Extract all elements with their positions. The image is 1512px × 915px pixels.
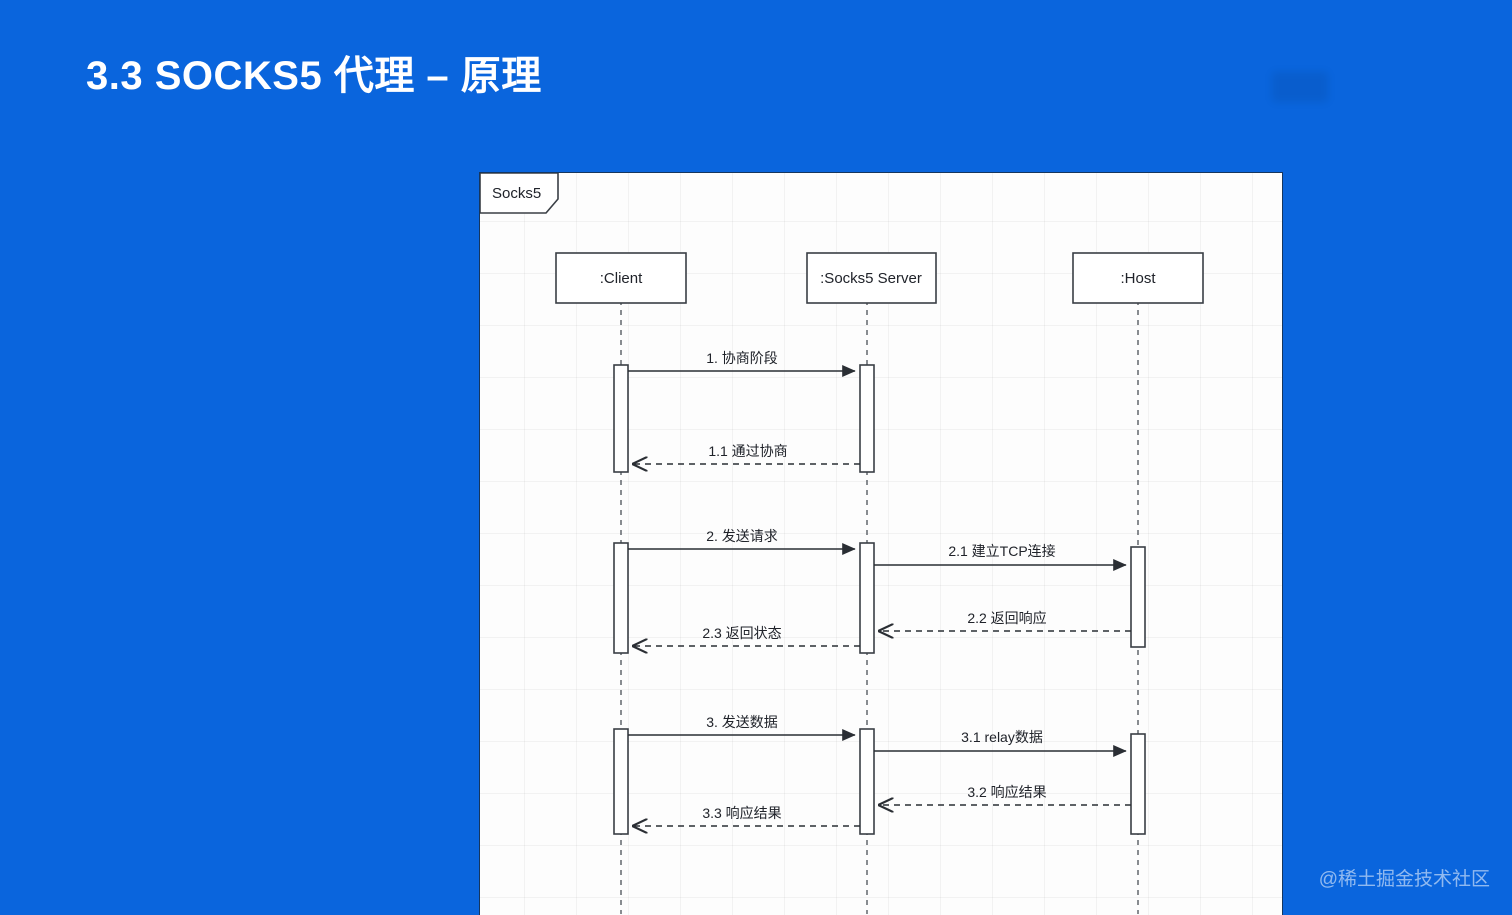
lifeline-server-box	[806, 252, 937, 304]
message-m1_1: 1.1 通过协商	[633, 443, 860, 464]
message-m1: 1. 协商阶段	[628, 350, 856, 377]
activation-bar	[859, 728, 875, 835]
activation-bar	[613, 542, 629, 654]
message-m1-label: 1. 协商阶段	[706, 350, 778, 366]
lifeline-host: :Host	[1072, 252, 1204, 914]
activation-bar	[1130, 733, 1146, 835]
frame-tab-label: Socks5	[492, 185, 541, 202]
message-m3_1-label: 3.1 relay数据	[961, 729, 1043, 745]
message-m3_2: 3.2 响应结果	[879, 784, 1131, 805]
message-m3: 3. 发送数据	[628, 714, 856, 741]
message-m2: 2. 发送请求	[628, 528, 856, 555]
activation-bars	[613, 364, 1146, 835]
message-m2-label: 2. 发送请求	[706, 528, 778, 544]
message-m3-label: 3. 发送数据	[706, 714, 778, 730]
message-m2_1-label: 2.1 建立TCP连接	[948, 543, 1055, 559]
activation-bar	[859, 542, 875, 654]
lifeline-client-box	[555, 252, 687, 304]
message-m3_2-label: 3.2 响应结果	[967, 784, 1046, 800]
sequence-diagram-panel: Socks5 :Client :Socks5 Server :Host	[479, 172, 1283, 915]
diagram-frame-tab: Socks5	[480, 173, 559, 214]
lifeline-host-label: :Host	[1120, 270, 1156, 287]
message-m3_3: 3.3 响应结果	[633, 805, 860, 826]
activation-bar	[613, 364, 629, 473]
lifeline-host-box	[1072, 252, 1204, 304]
message-m1_1-label: 1.1 通过协商	[708, 443, 787, 459]
message-m2_3: 2.3 返回状态	[633, 625, 860, 646]
message-m2_2: 2.2 返回响应	[879, 610, 1131, 631]
corner-logo-watermark	[1272, 72, 1328, 102]
message-m3_1: 3.1 relay数据	[874, 729, 1127, 757]
lifeline-server-label: :Socks5 Server	[820, 270, 922, 287]
community-watermark: @稀土掘金技术社区	[1318, 869, 1490, 890]
message-m3_3-label: 3.3 响应结果	[702, 805, 781, 821]
lifeline-client-label: :Client	[600, 270, 643, 287]
message-m2_1: 2.1 建立TCP连接	[874, 543, 1127, 571]
message-m2_2-label: 2.2 返回响应	[967, 610, 1046, 626]
page-title: 3.3 SOCKS5 代理 – 原理	[86, 54, 542, 98]
activation-bar	[1130, 546, 1146, 648]
message-m2_3-label: 2.3 返回状态	[702, 625, 781, 641]
activation-bar	[859, 364, 875, 473]
sequence-diagram-canvas: Socks5 :Client :Socks5 Server :Host	[480, 173, 1204, 914]
activation-bar	[613, 728, 629, 835]
